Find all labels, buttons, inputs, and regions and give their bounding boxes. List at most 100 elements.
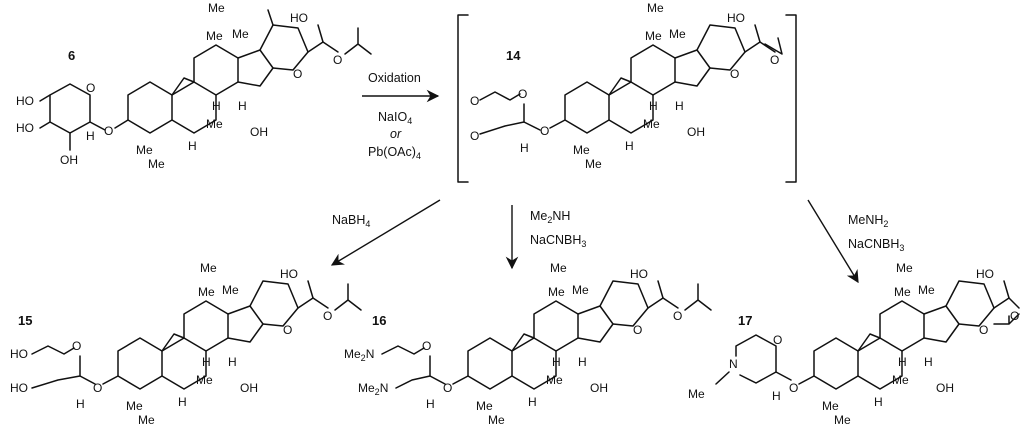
- atom-me: Me: [208, 1, 225, 15]
- atom-o: O: [283, 323, 292, 337]
- atom-me: Me: [645, 29, 662, 43]
- atom-me: Me: [232, 27, 249, 41]
- atom-ho: HO: [280, 267, 298, 281]
- reagent-naio4: NaIO4: [378, 110, 412, 126]
- compound-label-17: 17: [738, 313, 752, 328]
- compound-label-6: 6: [68, 48, 75, 63]
- atom-o: O: [104, 124, 113, 138]
- atom-me: Me: [136, 143, 153, 157]
- atom-me: Me: [585, 157, 602, 171]
- atom-me: Me: [643, 117, 660, 131]
- atom-me: Me: [573, 143, 590, 157]
- atom-ho: HO: [630, 267, 648, 281]
- atom-me: Me: [894, 285, 911, 299]
- atom-me: Me: [572, 283, 589, 297]
- atom-o: O: [422, 339, 431, 353]
- compound-6: 6 O HO HO OH H O Me Me Me O H H H: [16, 1, 372, 171]
- atom-me: Me: [200, 261, 217, 275]
- atom-h: H: [874, 395, 883, 409]
- atom-me: Me: [206, 29, 223, 43]
- compound-16: 16 Me2N O Me2N H O Me Me Me O H H H Me O…: [344, 261, 712, 427]
- atom-me: Me: [126, 399, 143, 413]
- atom-o: O: [1010, 309, 1019, 323]
- atom-h: H: [578, 355, 587, 369]
- reagent-menh2: MeNH2: [848, 213, 888, 229]
- atom-h: H: [520, 141, 529, 155]
- atom-h: H: [188, 139, 197, 153]
- reagent-pboac4: Pb(OAc)4: [368, 145, 421, 161]
- atom-ho: HO: [16, 94, 34, 108]
- atom-oh: OH: [687, 125, 705, 139]
- atom-o: O: [540, 124, 549, 138]
- atom-me: Me: [892, 373, 909, 387]
- atom-me: Me: [546, 373, 563, 387]
- reagent-title: Oxidation: [368, 71, 421, 85]
- atom-me: Me: [548, 285, 565, 299]
- atom-me: Me: [647, 1, 664, 15]
- atom-h: H: [202, 355, 211, 369]
- atom-me2n: Me2N: [358, 381, 388, 397]
- reagent-me2nh: Me2NH: [530, 209, 570, 225]
- compound-label-14: 14: [506, 48, 521, 63]
- atom-me: Me: [550, 261, 567, 275]
- compound-label-15: 15: [18, 313, 32, 328]
- atom-h: H: [898, 355, 907, 369]
- atom-me: Me: [206, 117, 223, 131]
- atom-me: Me: [196, 373, 213, 387]
- atom-ho: HO: [976, 267, 994, 281]
- atom-h: H: [86, 129, 95, 143]
- atom-me: Me: [688, 387, 705, 401]
- atom-o: O: [773, 333, 782, 347]
- reagent-nacnbh3: NaCNBH3: [848, 237, 904, 253]
- atom-ho: HO: [16, 121, 34, 135]
- atom-h: H: [228, 355, 237, 369]
- atom-me: Me: [138, 413, 155, 427]
- atom-h: H: [238, 99, 247, 113]
- atom-o: O: [443, 381, 452, 395]
- compound-17: 17 N O Me H O Me Me Me O H H H Me OH Me …: [688, 261, 1020, 427]
- atom-h: H: [528, 395, 537, 409]
- atom-o: O: [979, 323, 988, 337]
- atom-o: O: [470, 94, 479, 108]
- atom-o: O: [518, 87, 527, 101]
- atom-h: H: [675, 99, 684, 113]
- atom-oh: OH: [60, 153, 78, 167]
- atom-me: Me: [476, 399, 493, 413]
- atom-h: H: [178, 395, 187, 409]
- atom-oh: OH: [240, 381, 258, 395]
- atom-o: O: [86, 81, 95, 95]
- atom-ho: HO: [727, 11, 745, 25]
- atom-me: Me: [834, 413, 851, 427]
- atom-h: H: [649, 99, 658, 113]
- atom-h: H: [76, 397, 85, 411]
- reagent-nacnbh3: NaCNBH3: [530, 233, 586, 249]
- reaction-arrow-to-17: [807, 199, 859, 284]
- atom-o: O: [93, 381, 102, 395]
- atom-o: O: [633, 323, 642, 337]
- atom-o: O: [673, 309, 682, 323]
- atom-h: H: [552, 355, 561, 369]
- atom-o: O: [333, 53, 342, 67]
- reagent-nabh4: NaBH4: [332, 213, 370, 229]
- atom-o: O: [470, 129, 479, 143]
- compound-14: 14 O O O H O Me Me Me O H H H Me OH Me M…: [457, 1, 797, 183]
- compound-label-16: 16: [372, 313, 386, 328]
- atom-o: O: [730, 67, 739, 81]
- atom-me2n: Me2N: [344, 347, 374, 363]
- atom-oh: OH: [936, 381, 954, 395]
- atom-h: H: [772, 389, 781, 403]
- atom-h: H: [924, 355, 933, 369]
- atom-me: Me: [918, 283, 935, 297]
- atom-me: Me: [488, 413, 505, 427]
- reagents-oxidation: Oxidation NaIO4 or Pb(OAc)4: [368, 71, 421, 161]
- atom-h: H: [212, 99, 221, 113]
- atom-me: Me: [822, 399, 839, 413]
- atom-me: Me: [222, 283, 239, 297]
- atom-o: O: [323, 309, 332, 323]
- atom-ho: HO: [10, 381, 28, 395]
- atom-o: O: [72, 339, 81, 353]
- atom-ho: HO: [10, 347, 28, 361]
- atom-me: Me: [148, 157, 165, 171]
- atom-me: Me: [198, 285, 215, 299]
